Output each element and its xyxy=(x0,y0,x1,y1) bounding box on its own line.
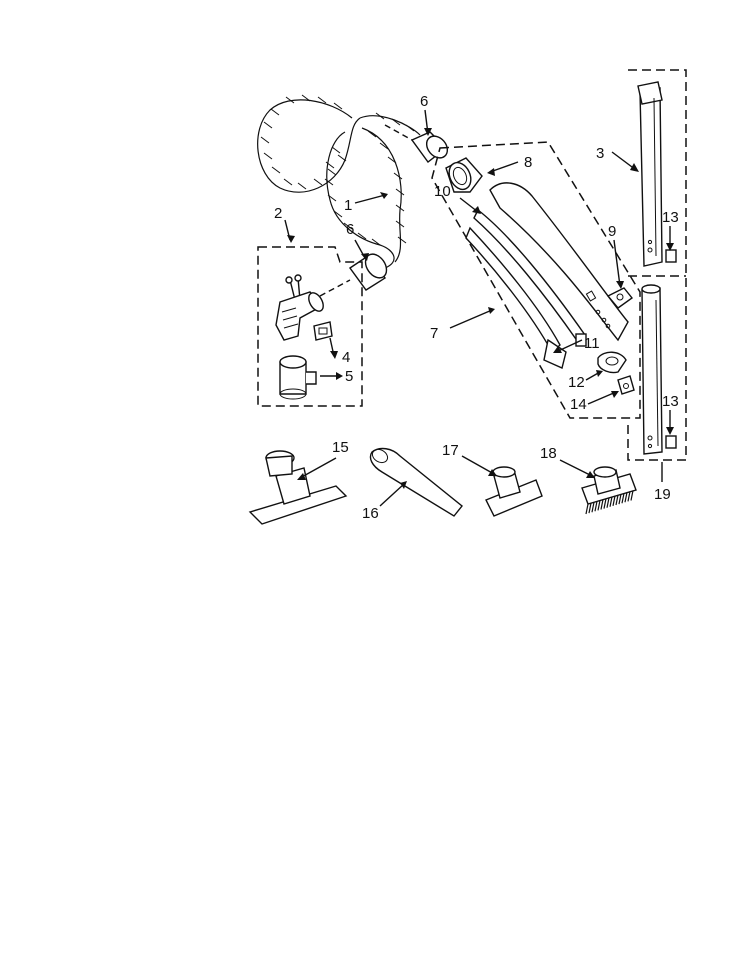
hose-ridge xyxy=(271,166,281,174)
hose-ridge xyxy=(391,118,401,126)
brush-bristle xyxy=(624,492,628,503)
hose-ridge xyxy=(331,146,341,154)
label-10: 10 xyxy=(434,183,451,200)
label-16: 16 xyxy=(362,505,379,522)
arrowheads xyxy=(287,128,674,489)
hose-ridge xyxy=(301,94,311,102)
wand-part-19 xyxy=(641,284,663,455)
brush-bristle xyxy=(591,502,595,513)
brush-bristle xyxy=(585,503,589,515)
latch-part-14 xyxy=(617,375,635,395)
label-15: 15 xyxy=(332,439,349,456)
button-part-13-lower xyxy=(665,435,677,449)
label-7: 7 xyxy=(430,325,438,342)
wand-part-3 xyxy=(637,81,663,267)
grip-end-part-8 xyxy=(445,157,483,193)
brush-bristle xyxy=(618,493,622,505)
button-part-13-upper xyxy=(665,249,677,263)
hose-ridge xyxy=(333,102,343,110)
label-6-lower: 6 xyxy=(346,221,354,238)
group-box-wands xyxy=(627,69,687,461)
hose-ridge xyxy=(327,194,337,202)
label-14: 14 xyxy=(570,396,587,413)
hose-ridge xyxy=(313,178,323,186)
hose-ridge xyxy=(343,222,353,230)
label-13-lower: 13 xyxy=(662,393,679,410)
label-4: 4 xyxy=(342,349,350,366)
brush-bristle xyxy=(597,500,601,511)
brush-bristle xyxy=(609,496,613,507)
hose-ridge xyxy=(367,130,377,138)
hose-ridge xyxy=(397,236,407,244)
hose-ridge xyxy=(270,108,280,116)
hose-ridge xyxy=(297,182,307,190)
label-8: 8 xyxy=(524,154,532,171)
cuff-part-6-upper xyxy=(384,124,449,163)
label-19: 19 xyxy=(654,486,671,503)
hose-part-1 xyxy=(257,94,421,269)
upholstery-tool-part-17 xyxy=(485,466,543,517)
label-2: 2 xyxy=(274,205,282,222)
plate-part-4 xyxy=(313,321,333,341)
crevice-tool-part-16 xyxy=(369,447,463,517)
brush-bristle xyxy=(615,494,619,506)
brush-bristle xyxy=(627,491,631,502)
label-18: 18 xyxy=(540,445,557,462)
hose-ridge xyxy=(260,136,270,144)
hose-ridge xyxy=(379,142,389,150)
hose-ridge xyxy=(387,156,397,164)
label-12: 12 xyxy=(568,374,585,391)
hose-ridge xyxy=(317,96,327,104)
hose-ridge xyxy=(333,210,343,218)
label-1: 1 xyxy=(344,197,352,214)
cylinder-part-5 xyxy=(279,355,317,400)
label-13-upper: 13 xyxy=(662,209,679,226)
floor-tool-part-15 xyxy=(248,450,348,525)
hose-ridge xyxy=(375,112,385,120)
swivel-part-12 xyxy=(597,351,627,374)
strip-part-11 xyxy=(465,208,587,369)
callout-labels: 1 2 3 4 5 6 6 7 8 9 10 11 12 13 13 14 15… xyxy=(274,93,679,522)
hose-ridge xyxy=(395,220,405,228)
brush-bristle xyxy=(588,502,592,514)
brush-bristle xyxy=(594,501,598,512)
label-17: 17 xyxy=(442,442,459,459)
label-9: 9 xyxy=(608,223,616,240)
clip-part-9 xyxy=(606,287,634,309)
hose-ridge xyxy=(405,124,415,132)
brush-bristle xyxy=(612,495,616,507)
label-3: 3 xyxy=(596,145,604,162)
group-box-part-2 xyxy=(257,246,363,407)
hose-ridge xyxy=(285,96,295,104)
brush-bristle xyxy=(603,498,607,509)
hose-ridge xyxy=(371,238,381,246)
hose-ridge xyxy=(393,172,403,180)
leader-lines xyxy=(284,109,671,507)
hose-ridge xyxy=(357,232,367,240)
hose-ridge xyxy=(324,178,334,186)
label-5: 5 xyxy=(345,368,353,385)
dusting-brush-part-18 xyxy=(581,466,637,515)
group-box-part-7 xyxy=(431,141,641,419)
label-11: 11 xyxy=(584,335,600,352)
hose-ridge xyxy=(283,178,293,186)
swivel-elbow-part-2 xyxy=(275,274,324,341)
hose-ridge xyxy=(337,154,347,162)
hose-ridge xyxy=(395,188,405,196)
hose-ridge xyxy=(325,161,335,169)
hose-ridge xyxy=(395,204,405,212)
hose-ridge xyxy=(327,168,337,176)
hose-ridge xyxy=(263,121,273,129)
hose-ridge xyxy=(263,152,273,160)
label-6-upper: 6 xyxy=(420,93,428,110)
cuff-part-6-lower xyxy=(319,253,388,297)
brush-bristle xyxy=(621,493,625,504)
brush-bristle xyxy=(606,497,610,508)
brush-bristle xyxy=(630,490,634,501)
brush-bristle xyxy=(600,499,604,510)
